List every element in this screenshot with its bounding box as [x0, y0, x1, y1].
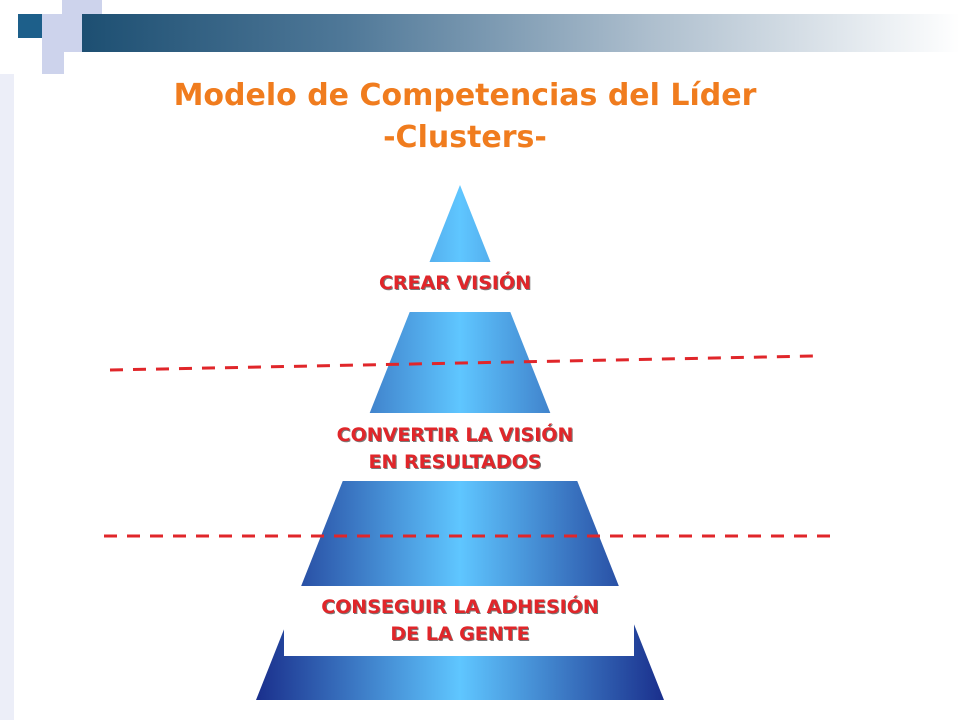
level-label-convertir-vision: CONVERTIR LA VISIÓN EN RESULTADOS	[290, 422, 620, 476]
level-label-line: CREAR VISIÓN	[378, 272, 532, 294]
slide-title: Modelo de Competencias del Líder	[173, 78, 757, 113]
header-gradient-bar	[82, 14, 960, 52]
level-band-1	[330, 262, 590, 312]
corner-square-light	[42, 14, 84, 52]
divider-line-1	[109, 354, 816, 372]
level-label-crear-vision: CREAR VISIÓN	[360, 270, 550, 297]
left-edge-strip	[0, 74, 14, 720]
level-label-conseguir-adhesion: CONSEGUIR LA ADHESIÓN DE LA GENTE	[270, 594, 650, 648]
level-band-3	[284, 586, 634, 656]
level-label-line: DE LA GENTE	[390, 623, 530, 645]
slide-subtitle: -Clusters-	[383, 120, 547, 155]
level-label-line: CONSEGUIR LA ADHESIÓN	[321, 596, 599, 618]
corner-square-light	[62, 0, 102, 16]
level-band-2	[290, 413, 620, 481]
level-label-line: CONVERTIR LA VISIÓN	[336, 424, 574, 446]
corner-square-light	[42, 52, 64, 74]
level-label-line: EN RESULTADOS	[368, 451, 542, 473]
corner-square-teal	[18, 14, 42, 38]
